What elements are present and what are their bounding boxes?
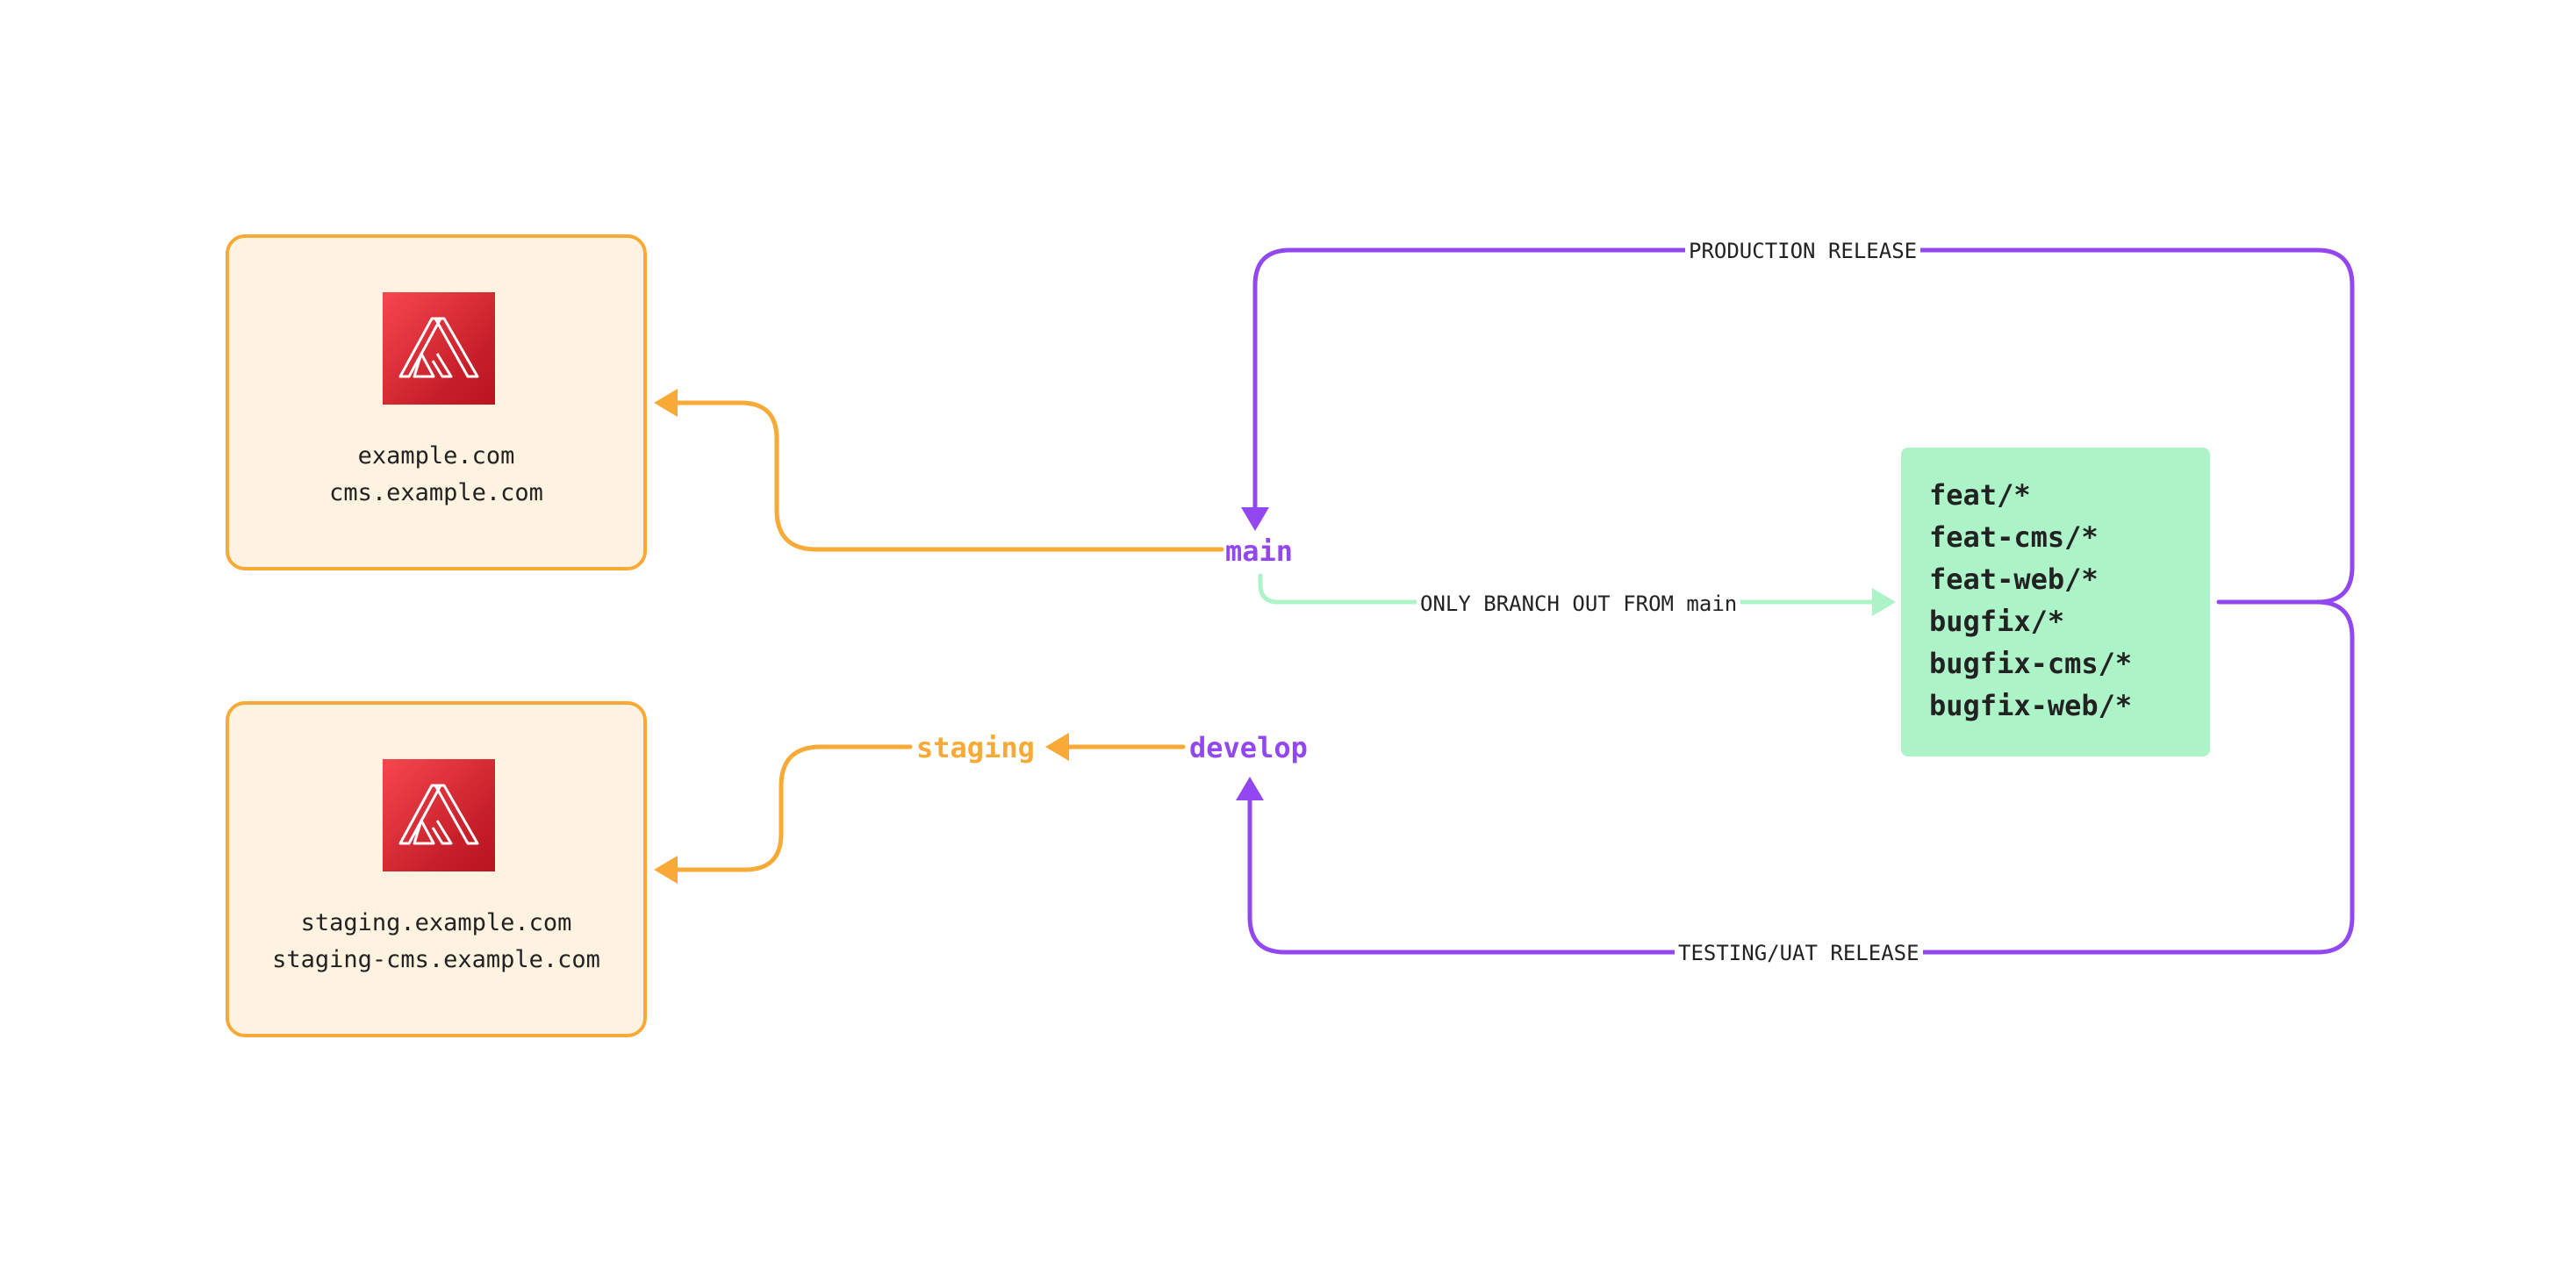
feature-branch-item: feat-cms/*: [1929, 520, 2099, 554]
domain-text: staging-cms.example.com: [272, 946, 600, 973]
branch-develop: develop: [1189, 731, 1308, 764]
branch-staging: staging: [916, 731, 1035, 764]
feature-branch-item: bugfix-web/*: [1929, 689, 2133, 722]
staging-branch-arrowhead: [1045, 733, 1069, 761]
amplify-logo-icon: [383, 292, 495, 405]
feature-arrowhead: [1872, 588, 1896, 616]
staging-deploy-connector: [673, 744, 913, 872]
branch-out-label: ONLY BRANCH OUT FROM main: [1417, 592, 1741, 616]
branch-out-connector: [1258, 573, 1876, 605]
main-arrowhead: [1241, 507, 1269, 531]
staging-env-arrowhead: [654, 856, 678, 884]
production-env-arrowhead: [654, 389, 678, 417]
staging-env-box: staging.example.com staging-cms.example.…: [226, 701, 647, 1037]
feature-branch-item: bugfix-cms/*: [1929, 647, 2133, 680]
feature-branches-box: feat/* feat-cms/* feat-web/* bugfix/* bu…: [1901, 448, 2210, 756]
domain-text: example.com: [357, 442, 515, 470]
production-release-connector: [1252, 247, 2355, 605]
feature-branch-item: feat/*: [1929, 478, 2031, 512]
branch-main: main: [1225, 534, 1294, 568]
testing-release-connector: [1247, 599, 2355, 955]
main-deploy-connector: [673, 400, 1224, 552]
feature-branch-item: feat-web/*: [1929, 563, 2099, 596]
domain-text: cms.example.com: [329, 479, 543, 506]
feature-branch-item: bugfix/*: [1929, 605, 2065, 638]
develop-arrowhead: [1236, 777, 1264, 800]
domain-text: staging.example.com: [300, 909, 572, 936]
production-env-box: example.com cms.example.com: [226, 234, 647, 570]
production-release-label: PRODUCTION RELEASE: [1685, 239, 1921, 263]
testing-release-label: TESTING/UAT RELEASE: [1675, 941, 1923, 965]
amplify-logo-icon: [383, 759, 495, 871]
